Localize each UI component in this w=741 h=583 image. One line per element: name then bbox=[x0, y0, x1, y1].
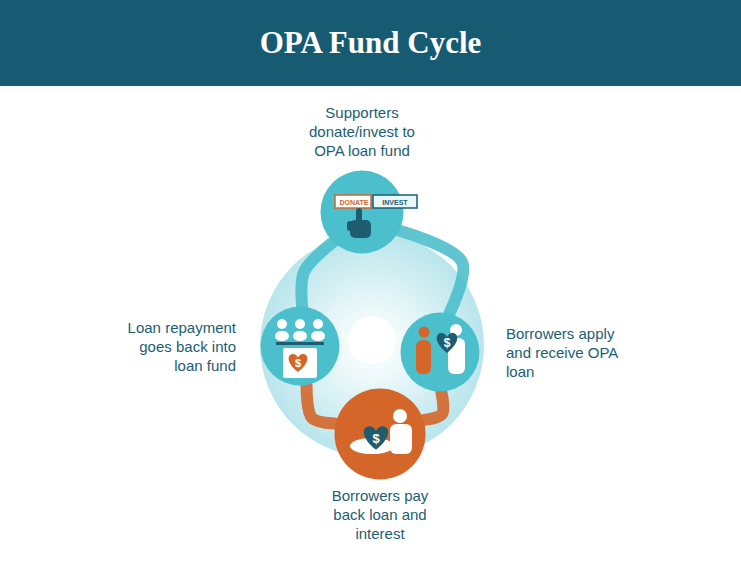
circle-fill bbox=[401, 313, 480, 392]
cycle-circle: Loan repayment goes back into loan fund bbox=[260, 306, 340, 386]
step-text: Supporters donate/invest to OPA loan fun… bbox=[297, 103, 427, 160]
step-text: Borrowers apply and receive OPA loan bbox=[506, 324, 631, 381]
step-label: Loan repayment goes back into loan fund bbox=[114, 318, 236, 375]
cycle-circle: Borrowers apply and receive OPA loan bbox=[400, 312, 480, 392]
circle-fill bbox=[261, 307, 340, 386]
dollar-sign: $ bbox=[295, 358, 301, 369]
cycle-circle: Borrowers pay back loan and interest bbox=[334, 388, 426, 480]
cycle-circle: Supporters donate/invest to OPA loan fun… bbox=[320, 170, 404, 254]
table-bar bbox=[276, 342, 324, 345]
button-text: INVEST bbox=[382, 199, 407, 206]
invest-button bbox=[373, 195, 417, 208]
step-label: Supporters donate/invest to OPA loan fun… bbox=[297, 103, 427, 160]
circle-icon bbox=[416, 324, 465, 374]
circle-shape bbox=[400, 312, 480, 392]
person-head bbox=[393, 409, 407, 423]
cycle-connector bbox=[301, 242, 332, 306]
circle-fill bbox=[335, 389, 426, 480]
swirl-hole bbox=[348, 316, 396, 364]
title: OPA Fund Cycle bbox=[0, 0, 741, 86]
person-body bbox=[416, 340, 431, 374]
person-body bbox=[311, 331, 325, 341]
step-label: Borrowers apply and receive OPA loan bbox=[506, 324, 631, 381]
dollar-sign: $ bbox=[372, 432, 379, 445]
circle-icon bbox=[275, 319, 325, 378]
pointer-thumb bbox=[347, 221, 353, 231]
heart-icon bbox=[364, 426, 388, 449]
cycle-connector bbox=[424, 392, 444, 420]
step-label: Borrowers pay back loan and interest bbox=[321, 486, 439, 543]
person-body bbox=[275, 331, 289, 341]
heart-icon bbox=[437, 333, 458, 353]
cycle-connector bbox=[307, 385, 336, 423]
person-head bbox=[295, 319, 305, 329]
circle-shape bbox=[320, 170, 404, 254]
dollar-sign: $ bbox=[444, 337, 451, 349]
circle-fill bbox=[321, 171, 404, 254]
cycle-connector bbox=[400, 231, 464, 313]
step-text: Borrowers pay back loan and interest bbox=[321, 486, 439, 543]
pointer-hand bbox=[350, 220, 371, 238]
title-bar: OPA Fund Cycle bbox=[0, 0, 741, 86]
person-head bbox=[419, 327, 430, 338]
heart-icon bbox=[289, 354, 308, 372]
circle-shape bbox=[260, 306, 340, 386]
circle-icon bbox=[350, 409, 412, 454]
step-text: Loan repayment goes back into loan fund bbox=[114, 318, 236, 375]
person-head bbox=[313, 319, 323, 329]
circle-shape bbox=[334, 388, 426, 480]
fund-box bbox=[283, 348, 317, 378]
button-text: DONATE bbox=[339, 199, 368, 206]
circle-icon bbox=[335, 195, 417, 238]
donate-button bbox=[335, 195, 371, 208]
person-body bbox=[390, 424, 412, 454]
person-head bbox=[277, 319, 287, 329]
person-body bbox=[293, 331, 307, 341]
